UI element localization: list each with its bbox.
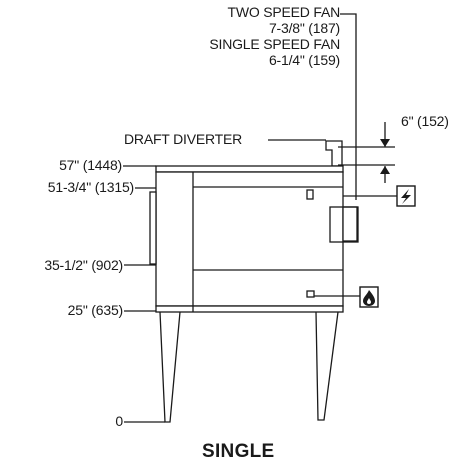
clearance-arrowhead-down xyxy=(380,139,390,147)
blower-housing xyxy=(329,206,359,243)
leg-right-front xyxy=(315,311,339,421)
height-overall: 57" (1448) xyxy=(59,157,122,173)
leg-left-front xyxy=(159,311,181,423)
blower-motor xyxy=(342,206,358,242)
door-handle xyxy=(149,191,157,265)
top-clearance-dimension: 6" (152) xyxy=(401,113,449,129)
draft-diverter-label: DRAFT DIVERTER xyxy=(124,131,243,147)
oven-top-plate xyxy=(155,165,344,173)
single-speed-fan-label: SINGLE SPEED FAN xyxy=(209,36,340,52)
diagram-title: SINGLE xyxy=(202,441,275,462)
two-speed-fan-dimension: 7-3/8" (187) xyxy=(268,20,340,36)
draft-diverter xyxy=(325,140,343,167)
oven-cabinet xyxy=(155,171,344,307)
clearance-arrowhead-up xyxy=(380,166,390,174)
height-top-section: 51-3/4" (1315) xyxy=(47,179,134,195)
two-speed-fan-label: TWO SPEED FAN xyxy=(227,4,340,20)
height-handle-low: 35-1/2" (902) xyxy=(44,257,123,273)
upper-control xyxy=(306,189,314,200)
electric-connection-icon xyxy=(396,185,416,207)
gas-connection-icon xyxy=(359,286,379,308)
gas-valve xyxy=(306,290,315,298)
single-speed-fan-dimension: 6-1/4" (159) xyxy=(268,52,340,68)
fan-leader-line xyxy=(340,13,357,200)
oven-base xyxy=(155,305,344,313)
height-floor: 0 xyxy=(115,413,123,429)
height-cabinet-bottom: 25" (635) xyxy=(67,302,124,318)
